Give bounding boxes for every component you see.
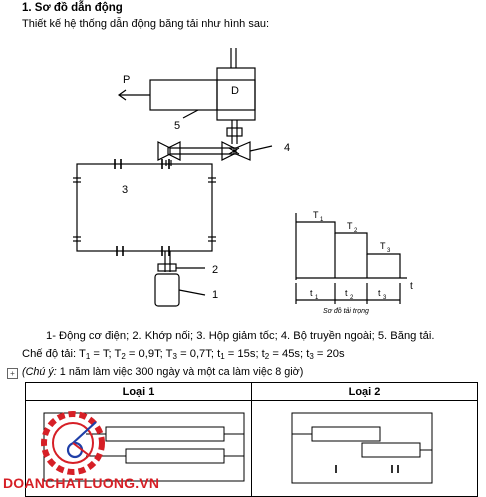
load-caption: Sơ đồ tải trọng (323, 306, 369, 315)
large-pulley (221, 141, 235, 161)
label-t2: T (347, 221, 353, 231)
load-chart (295, 213, 407, 304)
drive-scheme-diagram: P D 5 4 3 2 1 T 1 T 2 T 3 t 1 t 2 t 3 t … (73, 48, 413, 315)
svg-text:1: 1 (315, 295, 319, 301)
watermark-logo (41, 411, 105, 475)
label-time-axis: t (410, 281, 413, 292)
load-regime-text: Chế độ tải: T1 = T; T2 = 0,9T; T3 = 0,7T… (22, 348, 345, 361)
column-header-type2: Loại 2 (251, 382, 478, 401)
label-t1: T (313, 210, 319, 220)
note-text: (Chú ý: 1 năm làm việc 300 ngày và một c… (22, 366, 304, 378)
section-title: 1. Sơ đồ dẫn động (22, 2, 123, 14)
gearbox (76, 163, 213, 252)
label-dur-1: t (310, 288, 313, 298)
gearbox-type2-diagram (291, 412, 433, 484)
svg-text:3: 3 (387, 248, 391, 254)
watermark-text: DOANCHATLUONG.VN (3, 475, 160, 491)
svg-text:2: 2 (354, 228, 358, 234)
label-dur-3: t (378, 288, 381, 298)
electric-motor (154, 273, 180, 307)
svg-text:2: 2 (350, 295, 354, 301)
column-header-type1: Loại 1 (25, 382, 252, 401)
intro-text: Thiết kế hệ thống dẫn động băng tải như … (22, 18, 270, 30)
svg-text:3: 3 (383, 295, 387, 301)
label-p: P (123, 74, 130, 86)
type2-cell (251, 400, 478, 497)
label-5: 5 (174, 120, 180, 132)
label-1: 1 (212, 289, 218, 301)
label-d: D (231, 85, 239, 97)
label-4: 4 (284, 142, 290, 154)
label-dur-2: t (345, 288, 348, 298)
coupling (157, 263, 177, 272)
legend-text: 1- Động cơ điện; 2. Khớp nối; 3. Hộp giả… (46, 330, 435, 342)
table-move-handle-icon[interactable]: + (7, 368, 18, 379)
label-3: 3 (122, 184, 128, 196)
svg-text:1: 1 (320, 217, 324, 223)
label-2: 2 (212, 264, 218, 276)
conveyor-belt-drum (149, 79, 256, 111)
gearbox-type1-diagram (43, 412, 245, 482)
label-t3: T (380, 241, 386, 251)
